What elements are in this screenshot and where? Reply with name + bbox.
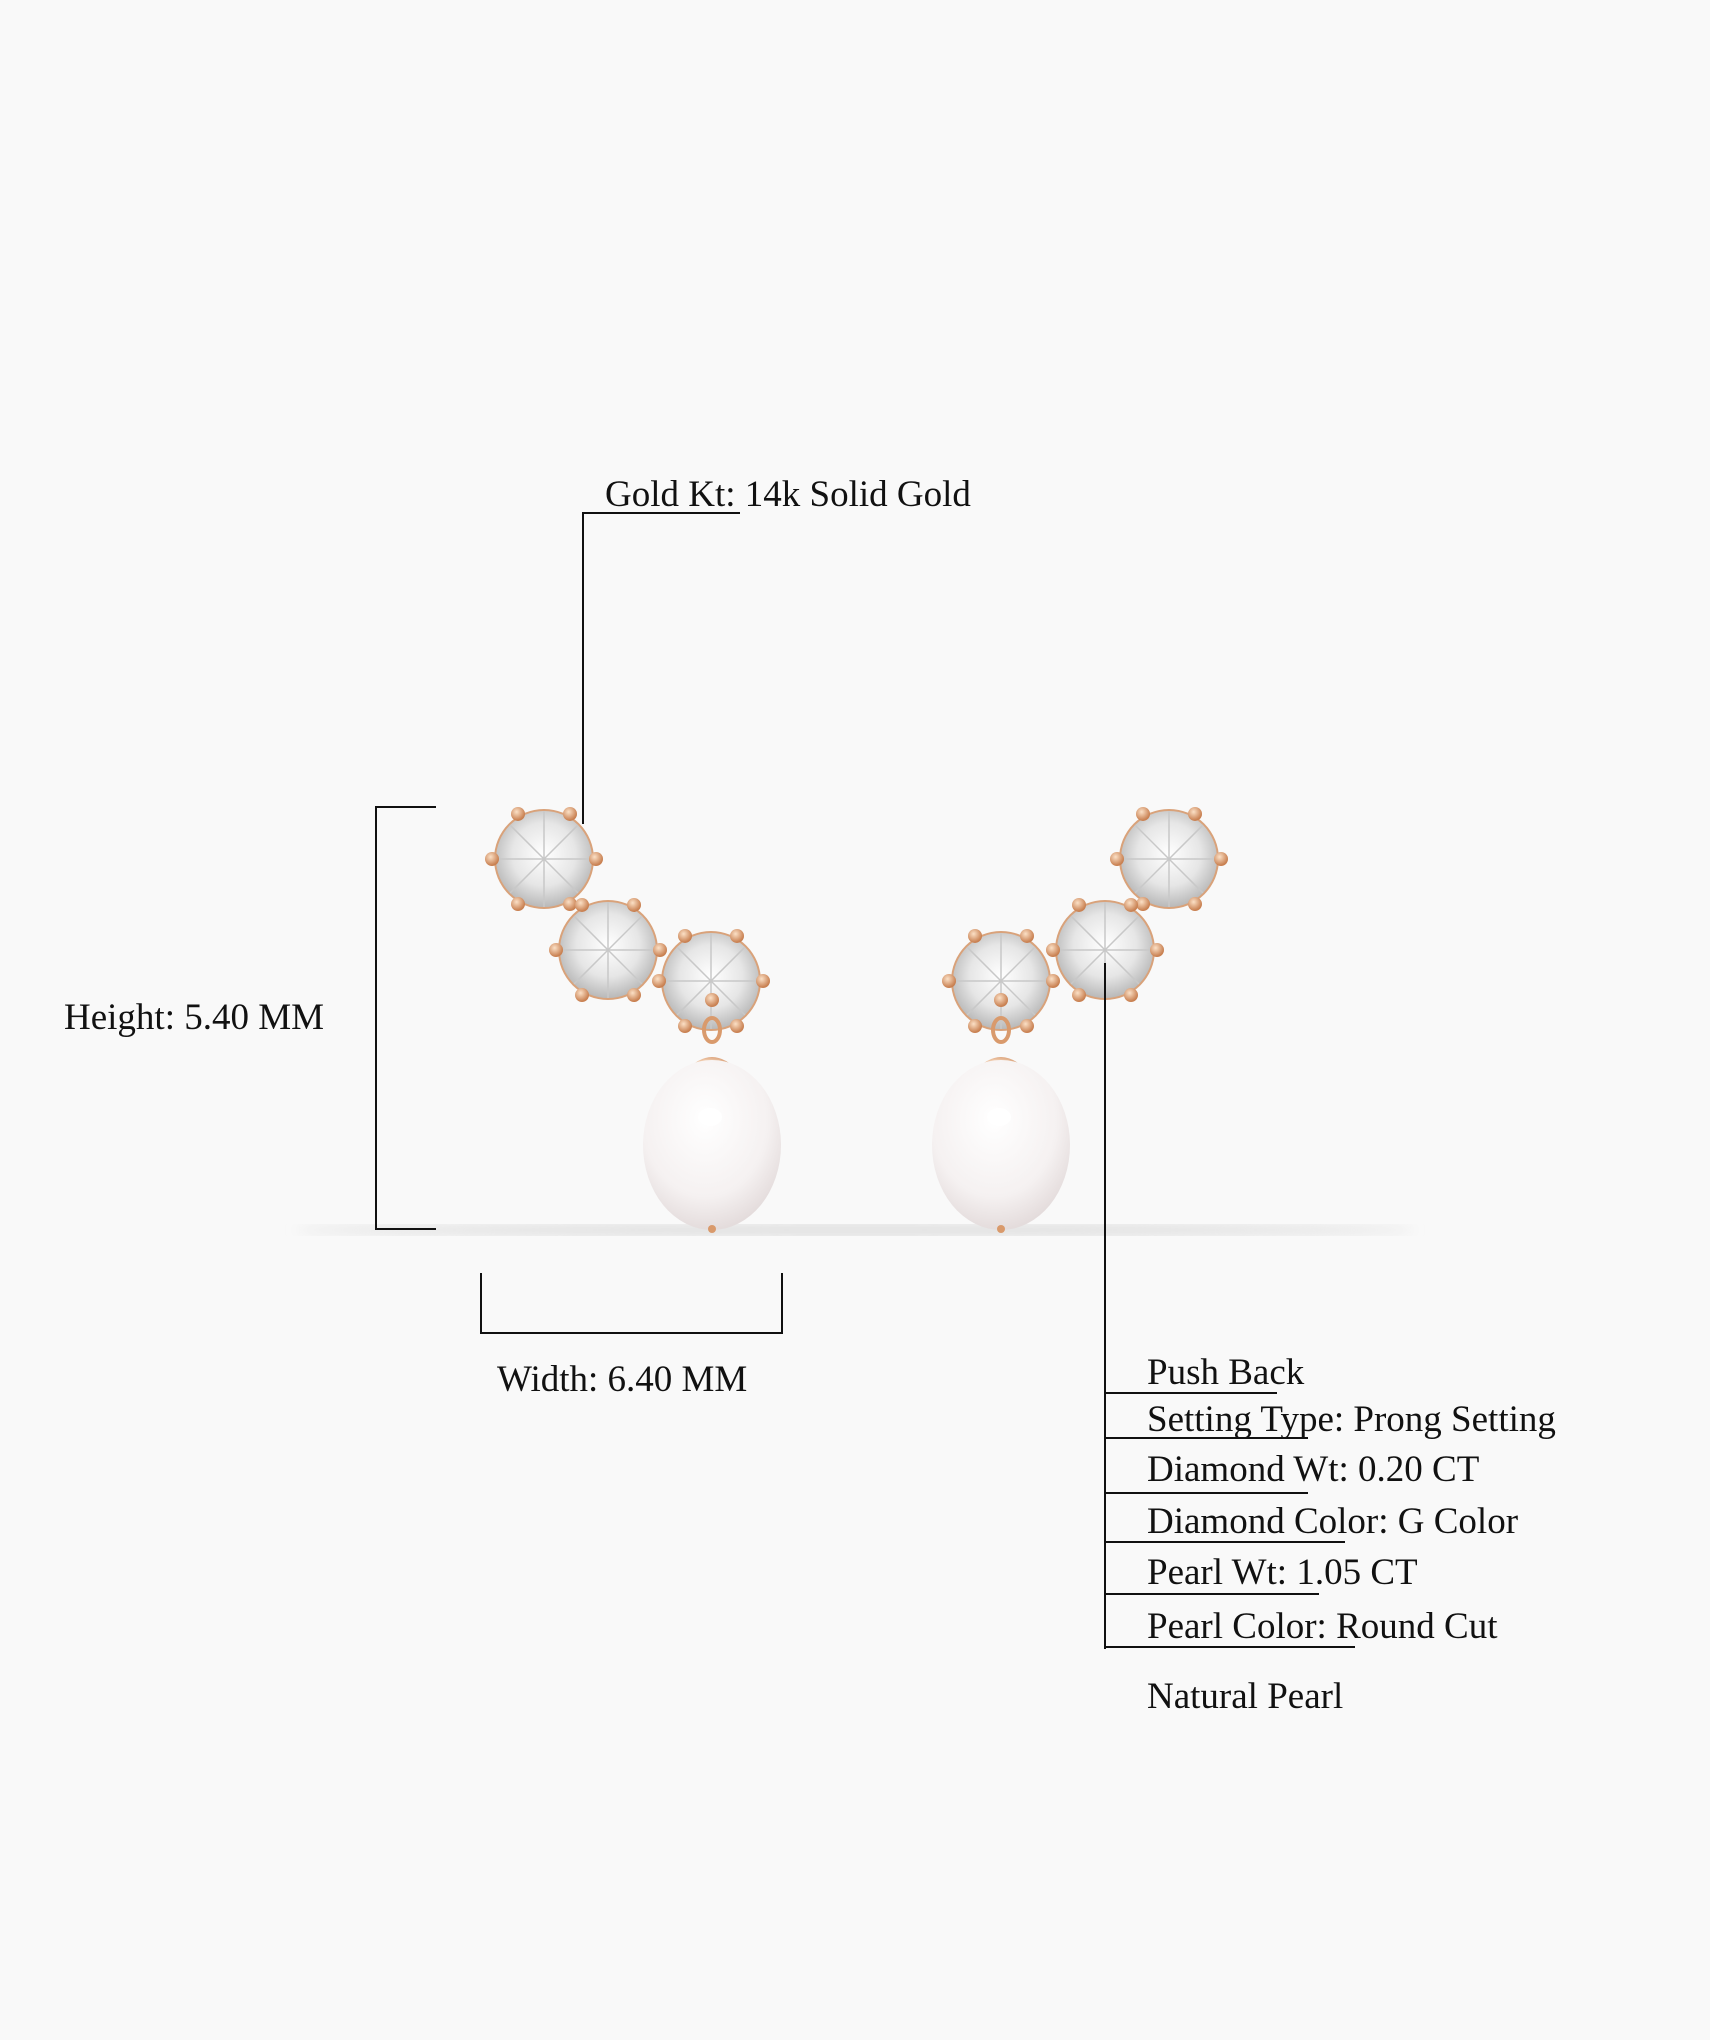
prong: [968, 1019, 982, 1034]
prong: [511, 897, 525, 912]
diamond-facet: [543, 824, 579, 860]
prong: [678, 1019, 692, 1034]
pearl-highlight: [987, 1108, 1011, 1126]
diamond-facet: [1000, 980, 1036, 1016]
spec-underline: [1104, 1541, 1345, 1543]
prong: [575, 988, 589, 1003]
prong: [563, 806, 577, 821]
prong: [653, 943, 667, 957]
spec-underline: [1104, 1646, 1355, 1648]
spec-setting-type: Setting Type: Prong Setting: [1147, 1399, 1556, 1440]
spec-pearl-color: Pearl Color: Round Cut: [1147, 1606, 1498, 1647]
height-bracket-bottom: [375, 1228, 436, 1230]
spec-underline: [1104, 1593, 1319, 1595]
prong: [1124, 988, 1138, 1003]
prong: [627, 988, 641, 1003]
prong: [1072, 897, 1086, 912]
prong: [1188, 806, 1202, 821]
prong: [563, 897, 577, 912]
prong: [1046, 974, 1060, 988]
prong: [1072, 988, 1086, 1003]
prong: [1124, 897, 1138, 912]
spec-diamond-color: Diamond Color: G Color: [1147, 1501, 1519, 1542]
prong: [1020, 928, 1034, 943]
gold-kt-leader-line: [582, 512, 584, 824]
width-bracket-right: [781, 1273, 783, 1334]
pearl: [643, 1060, 781, 1230]
prong: [1110, 852, 1124, 866]
diamond-facet: [710, 980, 746, 1016]
diamond-facet: [607, 949, 643, 985]
prong: [575, 897, 589, 912]
pearl-pin: [997, 1225, 1005, 1233]
width-label: Width: 6.40 MM: [497, 1359, 748, 1400]
prong: [1136, 897, 1150, 912]
diamond-facet: [509, 824, 545, 860]
prong: [1046, 943, 1060, 957]
spec-underline: [1104, 1392, 1277, 1394]
prong: [968, 928, 982, 943]
diamond-facet: [1168, 858, 1204, 894]
spec-natural-pearl: Natural Pearl: [1147, 1676, 1344, 1717]
diamond-facet: [543, 858, 579, 894]
prong: [511, 806, 525, 821]
prong: [1214, 852, 1228, 866]
bail-loop: [991, 1016, 1011, 1044]
prong: [627, 897, 641, 912]
height-bracket-vertical: [375, 806, 377, 1230]
diamond-facet: [509, 858, 545, 894]
bail-ball: [994, 993, 1008, 1007]
diamond-facet: [1104, 915, 1140, 951]
width-bracket-left: [480, 1273, 482, 1334]
spec-underline: [1104, 1437, 1308, 1439]
diamond-facet: [1168, 824, 1204, 860]
prong: [1136, 806, 1150, 821]
prong: [549, 943, 563, 957]
diamond-facet: [1134, 824, 1170, 860]
prong: [1150, 943, 1164, 957]
height-label: Height: 5.40 MM: [64, 997, 325, 1038]
prong: [589, 852, 603, 866]
prong: [485, 852, 499, 866]
prong: [942, 974, 956, 988]
pearl: [932, 1060, 1070, 1230]
width-bracket-bottom: [480, 1332, 783, 1334]
diamond-facet: [1134, 858, 1170, 894]
diamond-facet: [607, 915, 643, 951]
pearl-highlight: [698, 1108, 722, 1126]
prong: [730, 928, 744, 943]
bail-loop: [702, 1016, 722, 1044]
diamond-facet: [1070, 915, 1106, 951]
diamond-facet: [676, 980, 712, 1016]
prong: [1020, 1019, 1034, 1034]
floor-shadow: [295, 1225, 1415, 1235]
spec-underline: [1104, 1492, 1308, 1494]
prong: [1188, 897, 1202, 912]
diamond-facet: [573, 949, 609, 985]
prong: [652, 974, 666, 988]
pearl-pin: [708, 1225, 716, 1233]
diamond-facet: [1104, 949, 1140, 985]
diamond-facet: [966, 980, 1002, 1016]
diamond-facet: [1000, 946, 1036, 982]
diamond-facet: [710, 946, 746, 982]
spec-pearl-wt: Pearl Wt: 1.05 CT: [1147, 1552, 1418, 1593]
diamond-facet: [966, 946, 1002, 982]
spec-diamond-wt: Diamond Wt: 0.20 CT: [1147, 1449, 1480, 1490]
bail-ball: [705, 993, 719, 1007]
prong: [730, 1019, 744, 1034]
gold-kt-label: Gold Kt: 14k Solid Gold: [605, 474, 971, 515]
prong: [756, 974, 770, 988]
height-bracket-top: [375, 806, 436, 808]
diamond-facet: [573, 915, 609, 951]
spec-back-type: Push Back: [1147, 1352, 1305, 1393]
prong: [678, 928, 692, 943]
spec-leader-line: [1104, 963, 1106, 1649]
gold-kt-underline: [584, 512, 740, 514]
diamond-facet: [676, 946, 712, 982]
diamond-facet: [1070, 949, 1106, 985]
